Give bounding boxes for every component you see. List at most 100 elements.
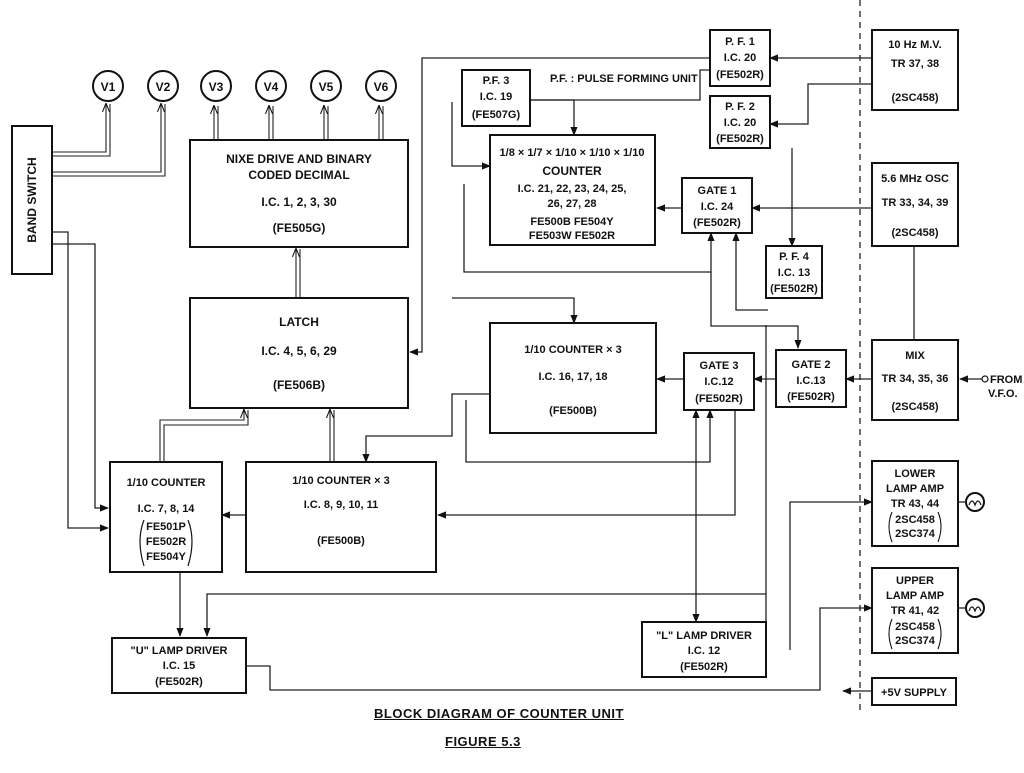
block-latch: LATCH I.C. 4, 5, 6, 29 (FE506B): [189, 297, 409, 409]
block-lower-lamp-amp: LOWER LAMP AMP TR 43, 44 2SC458 2SC374: [871, 460, 959, 547]
block-label: P. F. 4: [779, 251, 810, 263]
block-label: FE503W FE502R: [529, 230, 615, 242]
block-label: I.C. 1, 2, 3, 30: [261, 195, 337, 209]
voltmeter-v3: V3: [200, 70, 232, 102]
block-label: LAMP AMP: [886, 590, 944, 602]
block-label: I.C. 24: [701, 201, 734, 213]
block-label: (FE505G): [273, 221, 326, 235]
block-5v-supply: +5V SUPPLY: [871, 677, 957, 706]
block-label: I.C. 20: [724, 117, 756, 129]
block-label: (FE502R): [770, 283, 818, 295]
block-label: 1/10 COUNTER × 3: [524, 344, 622, 356]
block-label: I.C. 13: [778, 267, 810, 279]
block-band-switch: BAND SWITCH: [11, 125, 53, 275]
block-pf3: P.F. 3 I.C. 19 (FE507G): [461, 69, 531, 127]
block-label: I.C. 7, 8, 14: [138, 503, 196, 515]
block-label: 10 Hz M.V.: [888, 39, 941, 51]
block-label: NIXE DRIVE AND BINARY: [226, 152, 372, 166]
block-label: I.C. 16, 17, 18: [538, 371, 607, 383]
block-label: I.C.13: [796, 375, 825, 387]
block-label: LAMP AMP: [886, 483, 944, 495]
block-nixie-drive: NIXE DRIVE AND BINARY CODED DECIMAL I.C.…: [189, 139, 409, 248]
block-main-counter: 1/8 × 1/7 × 1/10 × 1/10 × 1/10 COUNTER I…: [489, 134, 656, 246]
connection-wires: [52, 54, 982, 695]
block-label: 5.6 MHz OSC: [881, 173, 949, 185]
voltmeter-label: V1: [101, 80, 116, 94]
voltmeters: V1 V2 V3 V4 V5 V6: [92, 70, 397, 102]
block-56mhz-osc: 5.6 MHz OSC TR 33, 34, 39 (2SC458): [871, 162, 959, 247]
block-label: 1/10 COUNTER: [127, 477, 206, 489]
block-upper-lamp-amp: UPPER LAMP AMP TR 41, 42 2SC458 2SC374: [871, 567, 959, 654]
block-label: I.C. 21, 22, 23, 24, 25,: [518, 183, 627, 195]
block-label: (FE502R): [787, 391, 835, 403]
block-label: TR 41, 42: [891, 605, 939, 617]
block-label: MIX: [905, 350, 925, 362]
block-u-lamp-driver: "U" LAMP DRIVER I.C. 15 (FE502R): [111, 637, 247, 694]
lower-lamp-icon: [965, 492, 985, 512]
block-label: 2SC458: [895, 621, 935, 633]
block-label: 1/10 COUNTER × 3: [292, 475, 390, 487]
block-label: (2SC458): [891, 401, 938, 413]
block-label: (FE502R): [680, 661, 728, 673]
block-l-lamp-driver: "L" LAMP DRIVER I.C. 12 (FE502R): [641, 621, 767, 678]
block-label: I.C. 19: [480, 91, 512, 103]
block-gate1: GATE 1 I.C. 24 (FE502R): [681, 177, 753, 234]
block-label: FE504Y: [146, 551, 186, 563]
block-label: GATE 3: [700, 360, 739, 372]
block-label: I.C. 15: [163, 660, 195, 672]
block-label: 1/8 × 1/7 × 1/10 × 1/10 × 1/10: [500, 147, 645, 159]
block-label: "U" LAMP DRIVER: [130, 645, 227, 657]
block-label: (2SC458): [891, 227, 938, 239]
block-label: GATE 2: [792, 359, 831, 371]
upper-lamp-icon: [965, 598, 985, 618]
block-label: P.F. 3: [483, 75, 510, 87]
diagram-title: BLOCK DIAGRAM OF COUNTER UNIT: [374, 706, 624, 721]
block-pf2: P. F. 2 I.C. 20 (FE502R): [709, 95, 771, 149]
voltmeter-label: V5: [319, 80, 334, 94]
block-pf4: P. F. 4 I.C. 13 (FE502R): [765, 245, 823, 299]
voltmeter-label: V4: [264, 80, 279, 94]
block-label: (FE506B): [273, 378, 325, 392]
voltmeter-v1: V1: [92, 70, 124, 102]
block-label: TR 33, 34, 39: [882, 197, 949, 209]
block-label: TR 43, 44: [891, 498, 940, 510]
block-label: LOWER: [895, 468, 936, 480]
block-label: FE501P: [146, 521, 186, 533]
block-label: I.C.12: [704, 376, 733, 388]
voltmeter-label: V3: [209, 80, 224, 94]
block-label: I.C. 4, 5, 6, 29: [261, 344, 337, 358]
block-label: CODED DECIMAL: [248, 168, 349, 182]
block-label: 2SC458: [895, 514, 935, 526]
block-label: (FE502R): [155, 676, 203, 688]
block-label: UPPER: [896, 575, 934, 587]
block-counter3-low: 1/10 COUNTER × 3 I.C. 8, 9, 10, 11 (FE50…: [245, 461, 437, 573]
from-vfo-label: V.F.O.: [988, 388, 1018, 400]
block-label: (FE500B): [549, 405, 597, 417]
block-counter3-mid: 1/10 COUNTER × 3 I.C. 16, 17, 18 (FE500B…: [489, 322, 657, 434]
vfo-input-terminal-icon: [981, 375, 989, 383]
pulse-forming-note: P.F. : PULSE FORMING UNIT: [550, 73, 698, 85]
block-gate3: GATE 3 I.C.12 (FE502R): [683, 352, 755, 411]
voltmeter-label: V2: [156, 80, 171, 94]
block-label: I.C. 20: [724, 52, 756, 64]
voltmeter-label: V6: [374, 80, 389, 94]
block-counter-left: 1/10 COUNTER I.C. 7, 8, 14 FE501P FE502R…: [109, 461, 223, 573]
block-label: COUNTER: [542, 164, 602, 178]
block-label: FE502R: [146, 536, 186, 548]
block-label: P. F. 2: [725, 101, 755, 113]
block-label: 26, 27, 28: [548, 198, 597, 210]
voltmeter-v5: V5: [310, 70, 342, 102]
block-label: 2SC374: [895, 635, 936, 647]
block-label: +5V SUPPLY: [881, 687, 948, 699]
block-label: (FE507G): [472, 109, 521, 121]
block-label: TR 34, 35, 36: [882, 373, 949, 385]
block-label: (2SC458): [891, 92, 938, 104]
block-label: P. F. 1: [725, 36, 755, 48]
block-label: (FE502R): [716, 69, 764, 81]
block-label: GATE 1: [698, 185, 737, 197]
block-label: (FE502R): [693, 217, 741, 229]
block-gate2: GATE 2 I.C.13 (FE502R): [775, 349, 847, 408]
block-label: (FE502R): [716, 133, 764, 145]
